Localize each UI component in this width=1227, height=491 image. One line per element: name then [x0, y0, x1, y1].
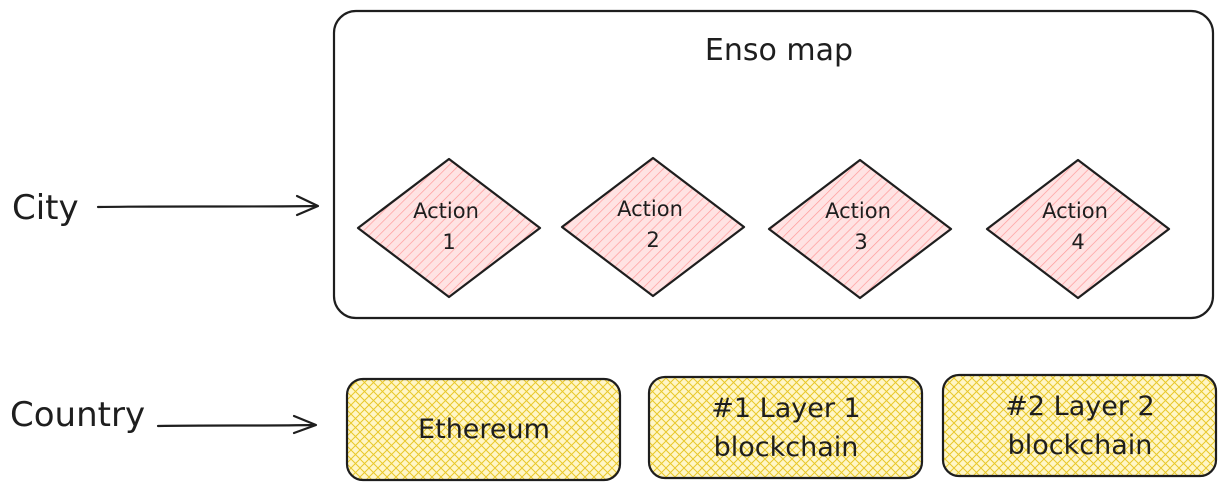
- action-node-4: Action 4: [985, 158, 1171, 300]
- country-arrow: [156, 414, 318, 435]
- country-label: Country: [10, 395, 145, 435]
- action-1-number: 1: [442, 230, 455, 254]
- chain-layer-2-line-2: blockchain: [1008, 430, 1153, 461]
- chain-ethereum-label: Ethereum: [418, 414, 550, 445]
- action-1-title: Action: [413, 199, 479, 223]
- city-label: City: [12, 188, 79, 228]
- enso-map-container: [332, 9, 1215, 320]
- action-2-number: 2: [646, 228, 659, 252]
- chain-box-ethereum: Ethereum: [345, 377, 622, 482]
- action-2-title: Action: [617, 197, 683, 221]
- chain-layer-2-line-1: #2 Layer 2: [1005, 391, 1154, 422]
- action-4-number: 4: [1071, 230, 1084, 254]
- action-4-title: Action: [1042, 199, 1108, 223]
- city-arrow: [96, 194, 320, 217]
- chain-layer-1-line-1: #1 Layer 1: [711, 393, 860, 424]
- chain-box-layer-2: #2 Layer 2 blockchain: [941, 373, 1218, 478]
- action-node-2: Action 2: [560, 156, 746, 298]
- chain-layer-1-line-2: blockchain: [714, 432, 859, 463]
- action-node-1: Action 1: [356, 157, 542, 299]
- action-node-3: Action 3: [767, 158, 953, 300]
- action-3-title: Action: [825, 199, 891, 223]
- action-3-number: 3: [854, 230, 867, 254]
- enso-map-title: Enso map: [705, 33, 853, 68]
- chain-box-layer-1: #1 Layer 1 blockchain: [647, 375, 924, 480]
